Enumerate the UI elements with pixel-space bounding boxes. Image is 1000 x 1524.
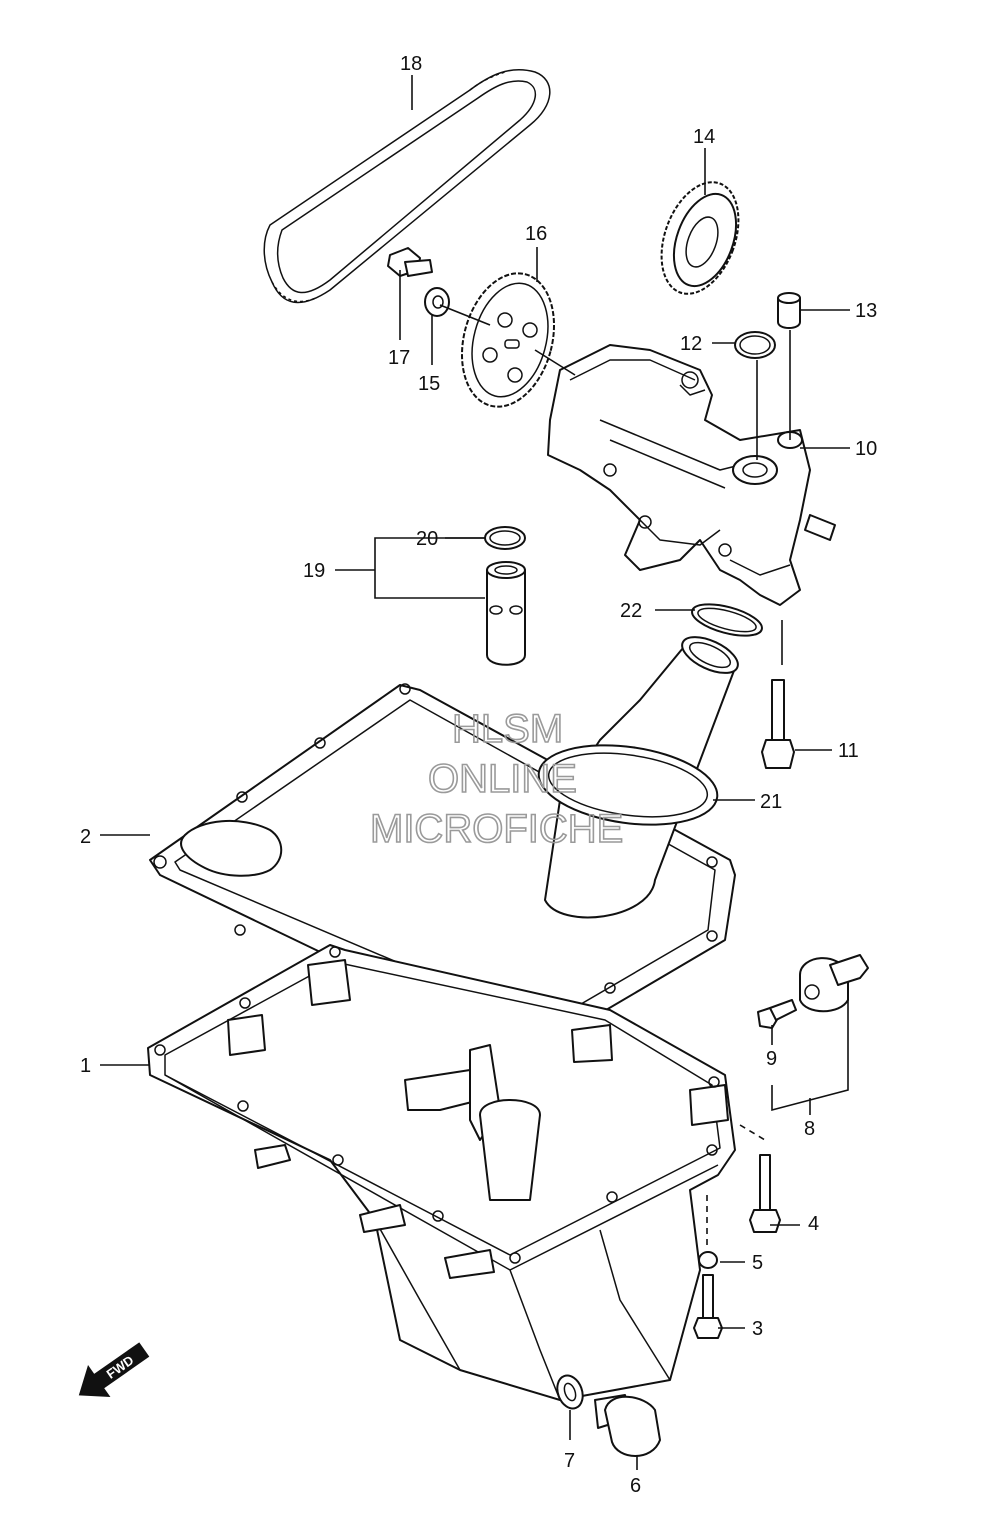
part-3-bolt (693, 1274, 723, 1339)
callout-labels: 18 14 16 17 15 13 12 10 20 19 22 11 21 2… (80, 53, 877, 1497)
part-18-chain (263, 68, 551, 304)
watermark-line-1: HLSM (452, 707, 563, 751)
callout-6: 6 (630, 1475, 641, 1497)
callout-2: 2 (80, 826, 91, 848)
callout-3: 3 (752, 1318, 763, 1340)
part-9-bolt (757, 999, 797, 1029)
part-20-o-ring (484, 526, 526, 550)
callout-7: 7 (564, 1450, 575, 1472)
part-19-pipe (486, 561, 526, 666)
callout-1: 1 (80, 1055, 91, 1077)
leader-lines (100, 75, 850, 1470)
callout-11: 11 (838, 740, 859, 762)
fwd-arrow-icon: FWD (78, 1342, 150, 1398)
part-21-oil-strainer (537, 636, 739, 919)
part-6-drain-plug (594, 1394, 661, 1457)
callout-16: 16 (525, 223, 547, 245)
part-1-oil-pan (147, 944, 736, 1401)
part-8-oil-pressure-switch (799, 954, 869, 1013)
callout-12: 12 (680, 333, 702, 355)
callout-9: 9 (766, 1048, 777, 1070)
callout-14: 14 (693, 126, 715, 148)
callout-13: 13 (855, 300, 877, 322)
watermark: HLSM ONLINE MICROFICHE (369, 706, 624, 852)
callout-18: 18 (400, 53, 422, 75)
part-16-pump-sprocket (460, 272, 556, 408)
part-14-sprocket (660, 181, 740, 295)
watermark-line-2: ONLINE (428, 757, 577, 801)
part-10-oil-pump (547, 344, 836, 606)
callout-4: 4 (808, 1213, 819, 1235)
callout-21: 21 (760, 791, 782, 813)
callout-10: 10 (855, 438, 877, 460)
part-17-bolt (387, 247, 433, 277)
part-7-gasket (556, 1374, 584, 1410)
part-11-bolt (761, 679, 795, 769)
callout-17: 17 (388, 347, 410, 369)
callout-19: 19 (303, 560, 325, 582)
callout-8: 8 (804, 1118, 815, 1140)
part-5-washer (698, 1251, 718, 1269)
part-22-o-ring (691, 603, 763, 637)
part-15-washer (424, 287, 450, 317)
callout-20: 20 (416, 528, 438, 550)
watermark-line-3: MICROFICHE (370, 807, 623, 851)
callout-15: 15 (418, 373, 440, 395)
callout-5: 5 (752, 1252, 763, 1274)
part-4-bolt (749, 1154, 781, 1233)
part-13-dowel (777, 292, 801, 329)
part-12-o-ring (734, 331, 776, 359)
callout-22: 22 (620, 600, 642, 622)
